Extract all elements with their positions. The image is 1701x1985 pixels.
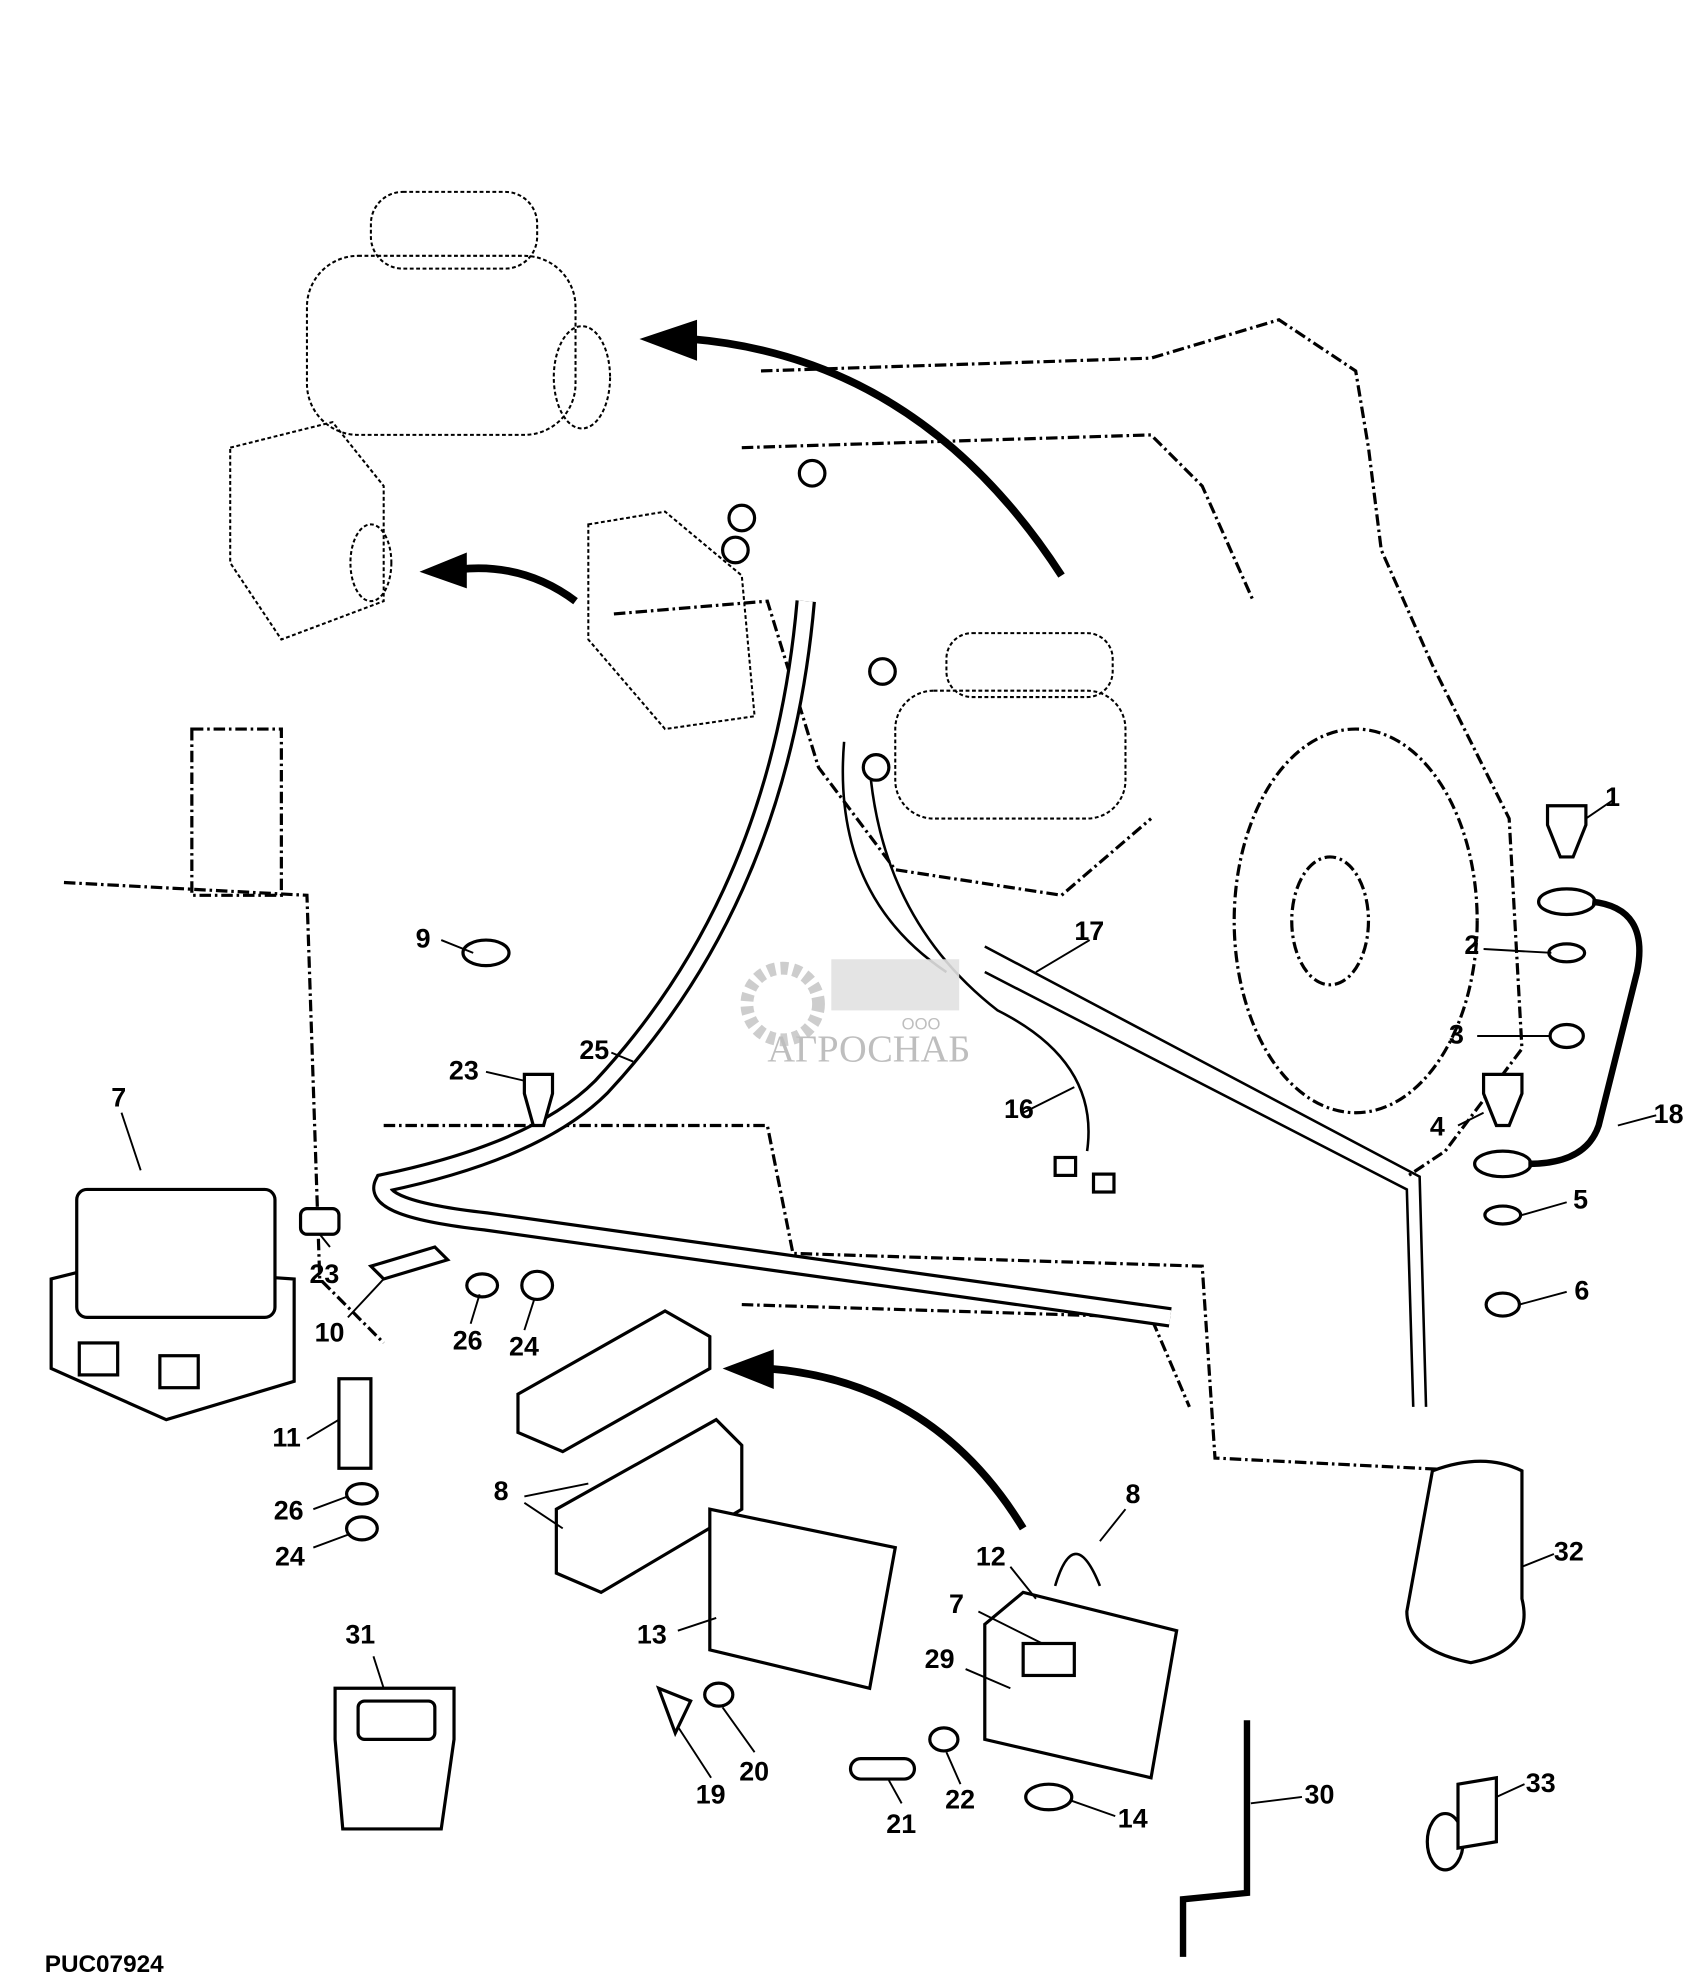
callout-26b: 26	[274, 1495, 304, 1525]
callout-23: 23	[449, 1055, 479, 1085]
callout-3: 3	[1449, 1020, 1464, 1050]
callout-25: 25	[579, 1035, 609, 1065]
small-hardware	[298, 804, 1643, 1957]
callout-17: 17	[1074, 916, 1104, 946]
callout-24: 24	[509, 1332, 539, 1362]
starter-motor-phantom	[229, 190, 1127, 820]
callout-9: 9	[416, 924, 431, 954]
callout-32: 32	[1554, 1536, 1584, 1566]
callout-14: 14	[1118, 1804, 1148, 1834]
callout-7: 7	[111, 1082, 126, 1112]
callout-11: 11	[272, 1423, 300, 1453]
wiring-harness	[372, 458, 1428, 1407]
leader-lines	[120, 798, 1657, 1818]
fuse-holder	[516, 1309, 898, 1691]
callout-19: 19	[696, 1779, 726, 1809]
callout-33: 33	[1526, 1768, 1556, 1798]
callout-23b: 23	[310, 1259, 340, 1289]
callout-5: 5	[1573, 1185, 1588, 1215]
callout-labels: 1 2 3 4 18 5 6 17 16 9 25 23 7 23 10 26 …	[111, 782, 1683, 1839]
svg-text:АГРОСНАБ: АГРОСНАБ	[767, 1029, 970, 1071]
callout-8b: 8	[1125, 1479, 1140, 1509]
callout-22: 22	[945, 1784, 975, 1814]
callout-12: 12	[976, 1541, 1006, 1571]
relay-box	[983, 1552, 1179, 1812]
callout-30: 30	[1305, 1779, 1335, 1809]
callout-13: 13	[637, 1619, 667, 1649]
callout-24b: 24	[275, 1541, 305, 1571]
callout-16: 16	[1004, 1094, 1034, 1124]
relocation-arrows	[419, 319, 1065, 1531]
callout-8: 8	[494, 1476, 509, 1506]
drawing-code: PUC07924	[45, 1951, 164, 1978]
callout-7b: 7	[949, 1589, 964, 1619]
callout-26: 26	[453, 1325, 483, 1355]
voltage-regulator	[49, 1187, 296, 1422]
callout-29: 29	[925, 1644, 955, 1674]
agrosnab-watermark: ООО АГРОСНАБ	[740, 959, 970, 1071]
callout-2: 2	[1464, 930, 1479, 960]
callout-10: 10	[315, 1318, 345, 1348]
callout-1: 1	[1605, 782, 1620, 812]
callout-6: 6	[1574, 1275, 1589, 1305]
callout-4: 4	[1430, 1112, 1445, 1142]
callout-31: 31	[345, 1619, 375, 1649]
engine-phantom-outline	[63, 318, 1524, 1473]
svg-text:ООО: ООО	[902, 1015, 941, 1034]
callout-20: 20	[739, 1756, 769, 1786]
callout-18: 18	[1654, 1099, 1684, 1129]
callout-21: 21	[886, 1809, 916, 1839]
